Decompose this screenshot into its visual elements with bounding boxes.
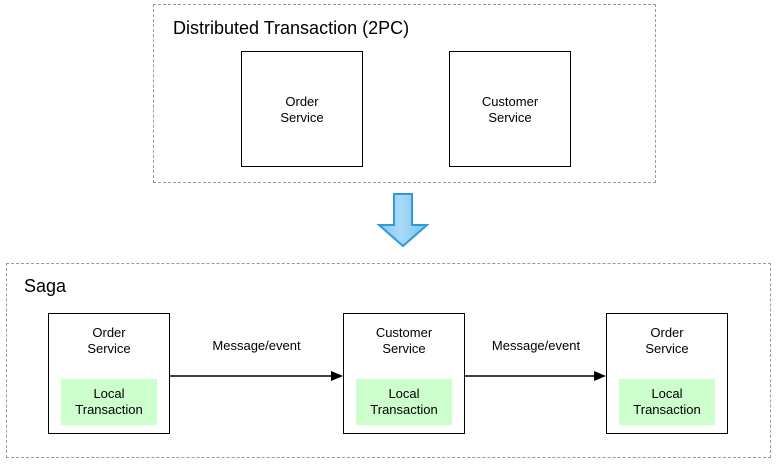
distributed-transaction-group: Distributed Transaction (2PC) [153, 4, 656, 183]
distributed-transaction-group-title: Distributed Transaction (2PC) [173, 18, 410, 38]
local-transaction-badge: Local Transaction [619, 379, 715, 425]
2pc-customer-service-label: Customer Service [481, 94, 539, 125]
arrow-right-icon [465, 371, 606, 381]
saga-participant-order-service-1[interactable]: Order Service Local Transaction [48, 313, 170, 434]
2pc-customer-service-box[interactable]: Customer Service [449, 51, 571, 167]
2pc-order-service-box[interactable]: Order Service [241, 51, 363, 167]
saga-flow-label-2: Message/event [491, 338, 581, 353]
saga-group: Saga [6, 263, 771, 458]
local-transaction-badge: Local Transaction [61, 379, 157, 425]
saga-participant-customer-service[interactable]: Customer Service Local Transaction [343, 313, 465, 434]
local-transaction-badge: Local Transaction [356, 379, 452, 425]
arrow-right-icon [169, 371, 343, 381]
saga-participant-label: Order Service [645, 325, 689, 356]
saga-flow-arrow-2: Message/event [465, 338, 607, 386]
saga-participant-label: Order Service [87, 325, 131, 356]
saga-flow-arrow-1: Message/event [169, 338, 344, 386]
down-arrow-icon [376, 192, 430, 248]
saga-group-title: Saga [24, 276, 67, 296]
2pc-order-service-label: Order Service [280, 94, 324, 125]
saga-participant-order-service-2[interactable]: Order Service Local Transaction [606, 313, 728, 434]
saga-flow-label-1: Message/event [212, 338, 301, 353]
saga-participant-label: Customer Service [375, 325, 433, 356]
